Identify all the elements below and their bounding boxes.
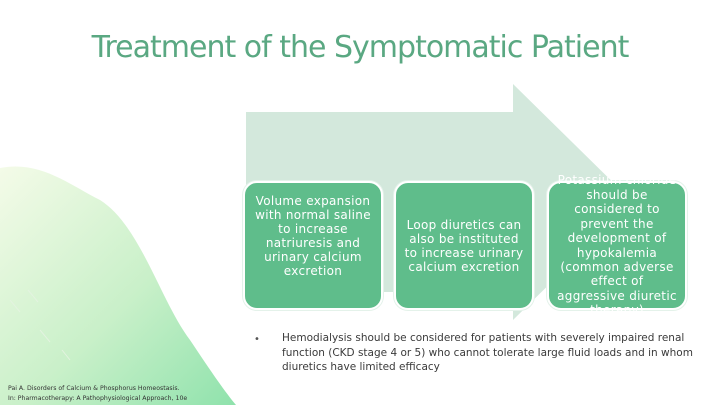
step-text: Loop diuretics can also be instituted to… [404, 217, 524, 274]
step-box-potassium-chloride: Potassium chloride should be considered … [547, 173, 687, 317]
citation: Pai A. Disorders of Calcium & Phosphorus… [8, 384, 187, 404]
citation-line: In: Pharmacotherapy: A Pathophysiologica… [8, 395, 188, 402]
slide-title: Treatment of the Symptomatic Patient [91, 30, 630, 65]
step-text: Volume expansion with normal saline to i… [255, 193, 371, 278]
citation-line: Pai A. Disorders of Calcium & Phosphorus… [8, 385, 180, 392]
step-box-volume-expansion: Volume expansion with normal saline to i… [243, 181, 383, 310]
bullet-hemodialysis: Hemodialysis should be considered for pa… [282, 332, 693, 373]
step-text: Potassium chloride should be considered … [557, 173, 677, 318]
bullet-marker: • [254, 334, 260, 345]
step-box-loop-diuretics: Loop diuretics can also be instituted to… [394, 181, 534, 310]
